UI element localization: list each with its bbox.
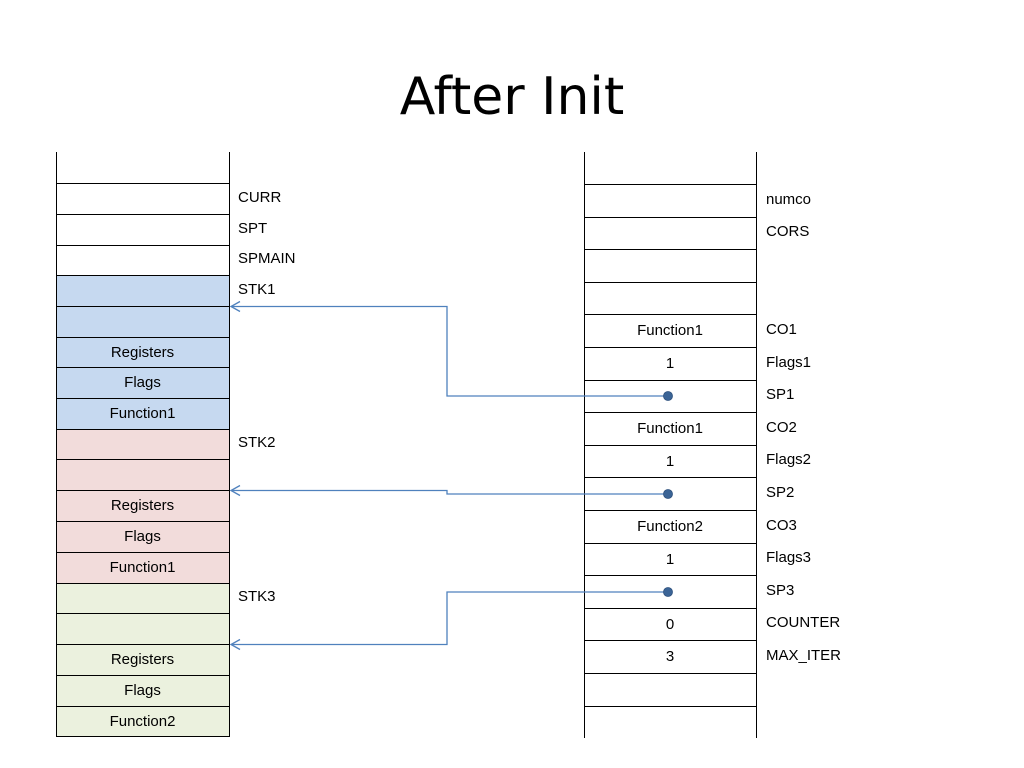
right-stack-label: Flags3 [766,549,812,566]
right-stack-divider [584,673,757,674]
right-stack-divider [584,249,757,250]
left-stack-cell [56,583,229,613]
left-stack-cell: Registers [56,644,229,675]
left-stack-divider [56,367,230,368]
arrowhead-icon [229,484,241,497]
left-stack-cell [56,214,229,245]
arrowhead-icon [229,638,241,651]
pointer-origin-dot [663,391,673,401]
right-stack-divider [584,510,757,511]
left-stack-cell: Function1 [56,552,229,583]
left-stack-divider [56,245,230,246]
left-stack-label: CURR [238,189,282,206]
left-stack-divider [56,337,230,338]
left-stack-divider [56,429,230,430]
pointer-line [231,489,668,495]
left-stack-cell [56,429,229,459]
left-stack-cell [56,152,229,183]
left-stack-divider [56,552,230,553]
right-stack-divider [584,412,757,413]
left-stack-cell: Registers [56,337,229,367]
left-stack-divider [56,583,230,584]
right-stack-divider [584,575,757,576]
right-stack-divider [584,282,757,283]
right-stack-label: MAX_ITER [766,647,842,664]
left-stack-cell [56,306,229,337]
right-stack-label: Flags1 [766,354,812,371]
right-stack-label: CO2 [766,419,797,436]
left-stack-divider [56,398,230,399]
right-stack-label: COUNTER [766,614,841,631]
right-stack-divider [584,184,757,185]
right-stack-label: CORS [766,223,810,240]
pointer-origin-dot [663,489,673,499]
right-stack-cell: Function2 [637,518,703,535]
left-stack-divider [56,459,230,460]
right-stack-divider [584,217,757,218]
left-stack-cell [56,459,229,490]
left-stack-cell [56,183,229,214]
left-stack-cell: Flags [56,521,229,552]
left-stack-divider [56,490,230,491]
left-stack-divider [56,275,230,276]
right-stack-label: CO3 [766,517,797,534]
left-stack-cell: Registers [56,490,229,521]
right-stack-divider [584,314,757,315]
right-stack-cell: Function1 [637,420,703,437]
right-stack-divider [584,706,757,707]
left-stack-divider [56,644,230,645]
pointer-origin-dot [663,587,673,597]
left-stack-divider [56,706,230,707]
right-stack-divider [584,543,757,544]
left-stack-border [229,152,230,736]
left-stack-divider [56,214,230,215]
right-stack-cell: 3 [665,648,675,665]
left-stack-divider [56,183,230,184]
right-stack-divider [584,477,757,478]
left-stack-label: SPMAIN [238,250,296,267]
left-stack-divider [56,521,230,522]
right-stack-divider [584,445,757,446]
left-stack-label: STK2 [238,434,276,451]
left-stack-cell: Flags [56,367,229,398]
right-stack-label: Flags2 [766,451,812,468]
left-stack-label: STK1 [238,281,276,298]
left-stack-cell [56,245,229,275]
right-stack-divider [584,640,757,641]
right-stack-label: numco [766,191,812,208]
left-stack-cell: Function1 [56,398,229,429]
pointer-line [231,591,668,646]
left-stack-cell [56,275,229,306]
right-stack-divider [584,608,757,609]
right-stack-label: SP2 [766,484,795,501]
left-stack-cell: Function2 [56,706,229,736]
left-stack-divider [56,306,230,307]
right-stack-cell: 1 [665,550,675,568]
pointer-line [231,305,668,397]
left-stack-label: SPT [238,220,268,237]
left-stack-label: STK3 [238,588,276,605]
left-stack-cell: Flags [56,675,229,706]
right-stack-label: SP3 [766,582,795,599]
right-stack-label: SP1 [766,386,795,403]
right-stack-divider [584,380,757,381]
right-stack-cell: 0 [665,615,675,633]
left-stack-cell [56,613,229,644]
right-stack-cell: Function1 [637,322,703,339]
arrowhead-icon [229,300,241,313]
right-stack-cell: 1 [665,452,675,470]
right-stack-label: CO1 [766,321,797,338]
left-stack-divider [56,613,230,614]
left-stack-divider [56,736,230,737]
right-stack-cell: 1 [665,355,675,372]
left-stack-divider [56,675,230,676]
right-stack-divider [584,347,757,348]
left-stack-border [56,152,57,736]
page-title: After Init [399,67,625,127]
